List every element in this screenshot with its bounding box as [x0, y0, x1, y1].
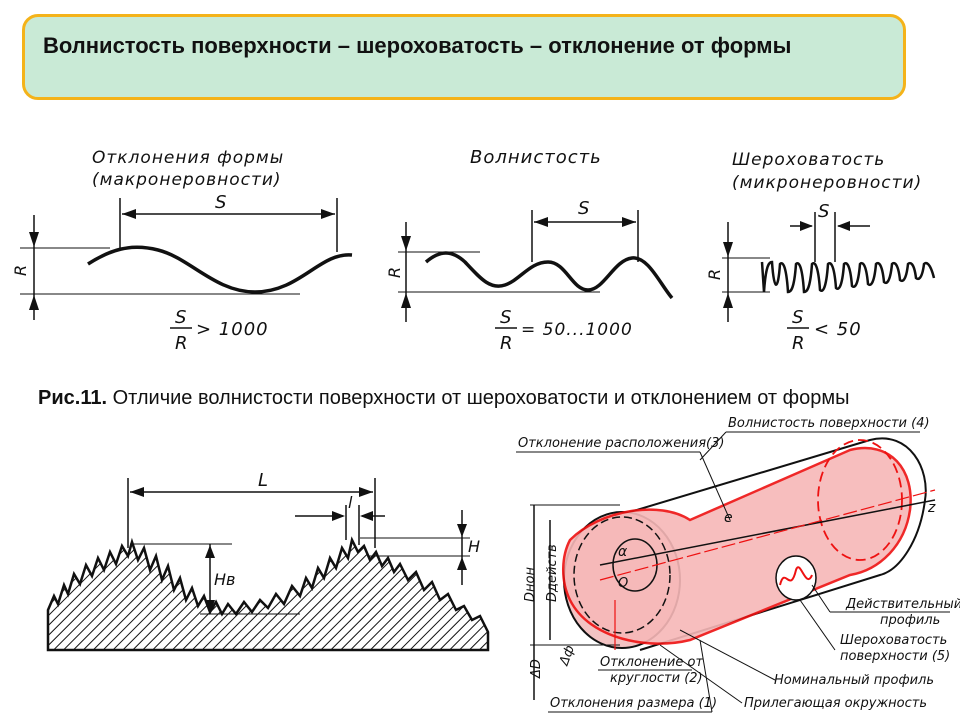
panel3-ratio-den: R: [792, 333, 806, 354]
roundness-label-1: Отклонение от: [600, 655, 703, 670]
panel1-s-label: S: [215, 192, 227, 213]
panel1-ratio-rel: > 1000: [196, 319, 269, 340]
alpha-label: α: [618, 544, 628, 560]
panel1-subtitle: (макронеровности): [92, 170, 282, 190]
d-act-label: Dдейств: [545, 544, 560, 602]
figure-caption-text: Отличие волнистости поверхности от шерох…: [112, 387, 850, 409]
adjacent-circle-label: Прилегающая окружность: [744, 696, 927, 711]
slide-title: Волнистость поверхности – шероховатость …: [22, 14, 906, 100]
panel3-s-label: S: [818, 201, 830, 222]
panel1-ratio-num: S: [175, 307, 187, 328]
z-label: z: [927, 500, 936, 516]
l-small-label: l: [348, 493, 353, 512]
panel1-ratio-den: R: [175, 333, 189, 354]
hv-label: Hв: [214, 570, 235, 589]
panel2-r-label: R: [385, 266, 404, 278]
roughness-label-2: поверхности (5): [840, 649, 950, 664]
delta-d-label: ΔD: [529, 659, 544, 679]
panel3-ratio-num: S: [792, 307, 804, 328]
panel3-subtitle: (микронеровности): [732, 173, 922, 193]
roughness-panel: Шероховатость (микронеровности) S R S R …: [705, 150, 936, 354]
profile-waviness-diagram: L l H Hв: [46, 470, 490, 652]
figure-caption: Рис.11. Отличие волнистости поверхности …: [38, 383, 858, 413]
actual-profile-label-1: Действительный: [845, 597, 960, 612]
panel2-ratio-den: R: [500, 333, 514, 354]
e-label: e: [724, 510, 733, 526]
cylinder-deviation-diagram: z α O e Dнон Dдейств ΔD Δф Отклонение ра…: [516, 416, 960, 713]
panel2-ratio-rel: = 50...1000: [521, 320, 633, 340]
panel3-r-label: R: [705, 268, 724, 280]
panel2-title: Волнистость: [470, 147, 602, 168]
roundness-label-2: круглости (2): [610, 671, 703, 686]
form-deviation-panel: Отклонения формы (макронеровности) S R S…: [11, 148, 353, 354]
waviness-panel: Волнистость S R S R = 50...1000: [385, 147, 674, 354]
figure-label: Рис.11.: [38, 387, 108, 409]
size-deviation-label: Отклонения размера (1): [550, 696, 717, 711]
d-nom-label: Dнон: [523, 567, 538, 602]
l-large-label: L: [258, 470, 268, 491]
panel3-ratio-rel: < 50: [814, 319, 862, 340]
h-label: H: [468, 537, 480, 556]
panel3-title: Шероховатость: [732, 150, 885, 170]
location-deviation-label: Отклонение расположения(3): [518, 436, 724, 451]
actual-profile-label-2: профиль: [880, 613, 940, 628]
panel2-s-label: S: [578, 198, 590, 219]
panel1-title: Отклонения формы: [92, 148, 284, 168]
delta-phi-label: Δф: [557, 644, 578, 669]
o-label: O: [618, 576, 628, 591]
waviness-label: Волнистость поверхности (4): [728, 416, 930, 431]
panel2-ratio-num: S: [500, 307, 512, 328]
nominal-profile-label: Номинальный профиль: [774, 673, 934, 688]
roughness-label-1: Шероховатость: [840, 633, 947, 648]
panel1-r-label: R: [11, 264, 30, 276]
